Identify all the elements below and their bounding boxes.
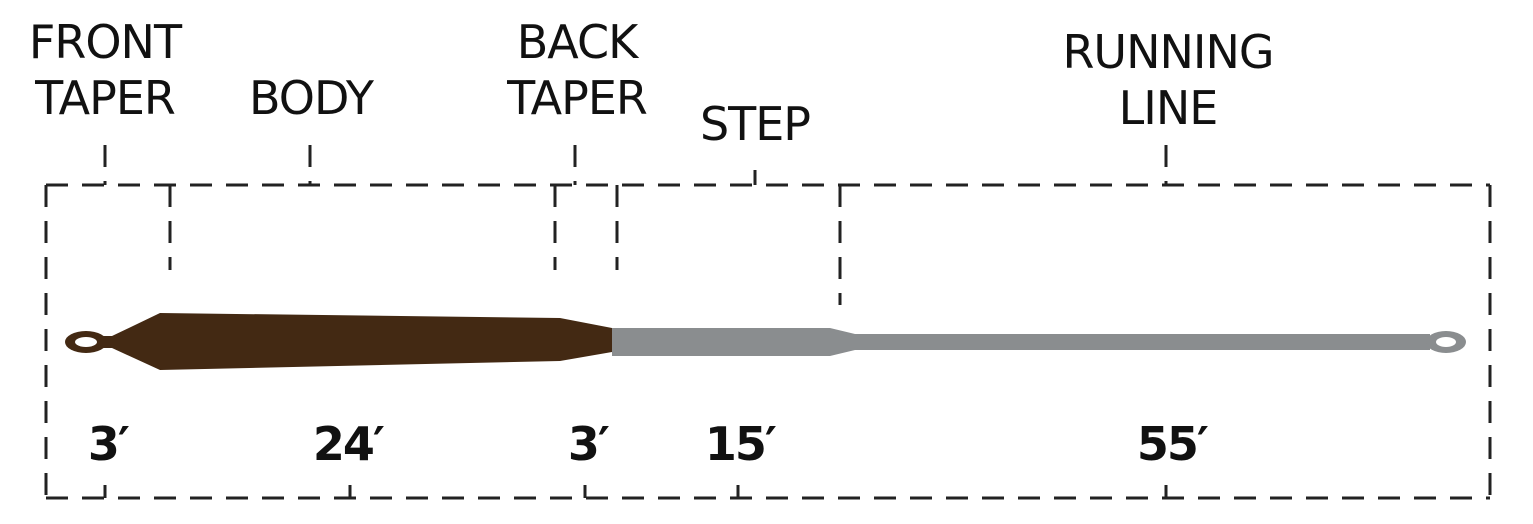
- label-running-line-line1: RUNNING: [1062, 25, 1273, 79]
- head-section: [100, 313, 612, 370]
- label-front-taper-line1: FRONT: [29, 15, 183, 69]
- length-step: 15′: [705, 417, 777, 471]
- length-front-taper: 3′: [88, 417, 130, 471]
- bottom-brackets: [46, 485, 1490, 500]
- length-running-line: 55′: [1137, 417, 1209, 471]
- length-back-taper: 3′: [568, 417, 610, 471]
- label-back-taper-line1: BACK: [517, 15, 640, 69]
- label-body: BODY: [249, 71, 375, 125]
- label-step: STEP: [700, 97, 810, 151]
- running-line-section: [612, 328, 1430, 356]
- fly-line: [65, 313, 1466, 370]
- label-front-taper-line2: TAPER: [34, 71, 175, 125]
- length-body: 24′: [313, 417, 385, 471]
- label-back-taper-line2: TAPER: [506, 71, 647, 125]
- label-running-line-line2: LINE: [1119, 81, 1218, 135]
- top-brackets: [44, 145, 1492, 498]
